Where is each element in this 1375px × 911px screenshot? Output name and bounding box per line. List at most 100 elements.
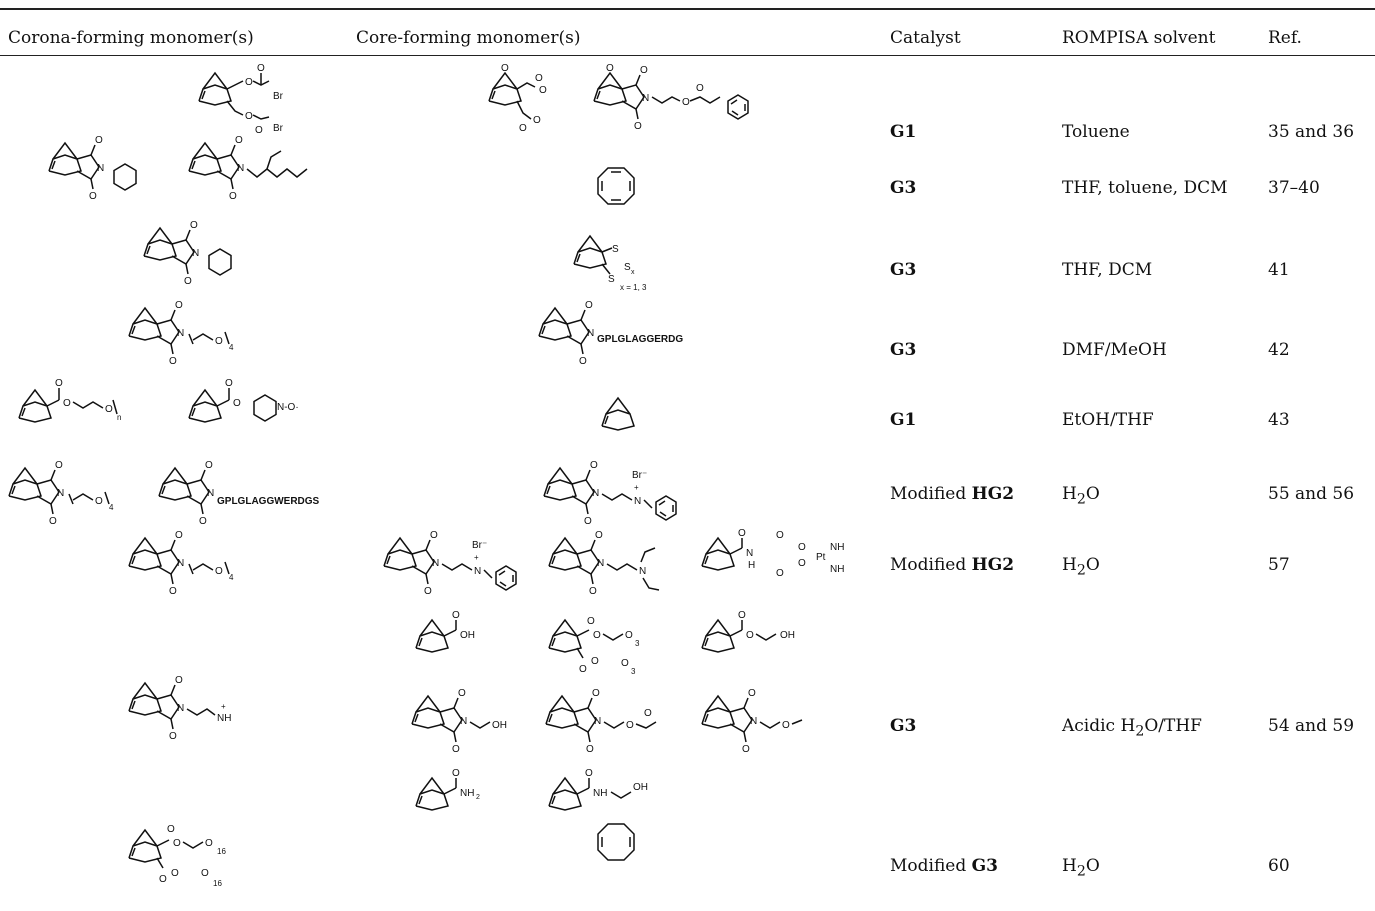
solvent-cell: THF, DCM: [1062, 260, 1153, 280]
solvent-cell: THF, toluene, DCM: [1062, 178, 1228, 198]
ref-cell: 35 and 36: [1268, 122, 1355, 142]
svg-text:O: O: [606, 63, 614, 74]
core-structure-row3: O N O GPLGLAGGERDG: [539, 300, 683, 367]
svg-text:O: O: [199, 516, 207, 527]
svg-text:4: 4: [109, 503, 114, 512]
svg-text:O: O: [746, 630, 754, 641]
svg-text:O: O: [579, 356, 587, 367]
ref-cell: 41: [1268, 260, 1290, 280]
catalyst-cell: G1: [890, 410, 917, 430]
svg-text:O: O: [579, 664, 587, 675]
svg-text:O: O: [55, 378, 63, 389]
svg-text:N: N: [177, 328, 184, 339]
ref-cell: 60: [1268, 856, 1290, 876]
svg-text:O: O: [585, 300, 593, 311]
table-top-rule: [0, 8, 1375, 10]
svg-text:N: N: [594, 716, 601, 727]
svg-text:S: S: [612, 244, 619, 255]
svg-text:O: O: [184, 276, 192, 287]
svg-text:O: O: [591, 656, 599, 667]
catalyst-cell: G3: [890, 340, 917, 360]
catalyst-cell: G3: [890, 716, 917, 736]
svg-text:O: O: [634, 121, 642, 132]
ref-cell: 37–40: [1268, 178, 1320, 198]
catalyst-cell: G1: [890, 122, 917, 142]
svg-text:O: O: [593, 630, 601, 641]
core-structure-row7b: O O O 3 O O O 3: [548, 616, 640, 676]
core-structure-row7h: O NH OH: [548, 768, 648, 811]
svg-text:O: O: [589, 586, 597, 597]
svg-text:16: 16: [213, 879, 222, 888]
svg-text:N: N: [587, 328, 594, 339]
svg-text:N: N: [750, 716, 757, 727]
svg-text:O: O: [169, 586, 177, 597]
svg-text:O: O: [621, 658, 629, 669]
svg-text:N: N: [639, 566, 646, 577]
svg-text:O: O: [63, 398, 71, 409]
svg-text:N: N: [597, 558, 604, 569]
svg-text:O: O: [738, 610, 746, 621]
catalyst-cell: Modified HG2: [890, 555, 1015, 575]
svg-text:N-O·: N-O·: [277, 402, 299, 413]
core-structure-row6c: O N H O O O O Pt NH NH: [701, 528, 844, 579]
corona-structure-row1a: O N O: [49, 135, 137, 202]
svg-text:O: O: [782, 720, 790, 731]
svg-text:O: O: [255, 125, 263, 136]
core-structure-row5: O N O N + Br⁻: [544, 460, 677, 527]
svg-text:O: O: [169, 731, 177, 742]
svg-text:+: +: [634, 483, 639, 492]
svg-text:O: O: [95, 496, 103, 507]
svg-text:N: N: [177, 558, 184, 569]
structure-drawings: O O Br O Br O O O O O O O O N O: [0, 63, 844, 888]
svg-text:O: O: [167, 824, 175, 835]
svg-text:O: O: [175, 300, 183, 311]
corona-structure-row4a: O O O n: [18, 378, 121, 423]
svg-text:3: 3: [635, 639, 640, 648]
svg-text:N: N: [57, 488, 64, 499]
corona-structure-row7: O N O NH +: [129, 675, 231, 742]
svg-text:NH: NH: [217, 713, 231, 724]
svg-text:O: O: [49, 516, 57, 527]
svg-text:S: S: [608, 274, 615, 285]
header-core: Core-forming monomer(s): [356, 28, 581, 48]
svg-text:O: O: [585, 768, 593, 779]
svg-text:2: 2: [476, 794, 480, 801]
corona-structure-row5b: O N O GPLGLAGGWERDGS: [159, 460, 320, 527]
ref-cell: 43: [1268, 410, 1290, 430]
svg-text:Pt: Pt: [816, 552, 826, 563]
svg-text:O: O: [748, 688, 756, 699]
catalyst-cell: G3: [890, 178, 917, 198]
solvent-cell: Toluene: [1062, 122, 1130, 142]
svg-text:O: O: [584, 516, 592, 527]
svg-text:O: O: [95, 135, 103, 146]
svg-text:O: O: [452, 768, 460, 779]
svg-text:O: O: [535, 73, 543, 84]
svg-text:x: x: [631, 269, 635, 276]
svg-text:O: O: [205, 838, 213, 849]
svg-text:O: O: [533, 115, 541, 126]
svg-text:O: O: [245, 111, 253, 122]
svg-text:N: N: [634, 496, 641, 507]
svg-text:O: O: [592, 688, 600, 699]
svg-text:O: O: [626, 720, 634, 731]
corona-structure-row4b: O O N-O·: [188, 378, 299, 423]
core-structure-row7f: O N O O: [702, 688, 803, 755]
svg-text:O: O: [229, 191, 237, 202]
corona-structure-row0: O O Br O Br O: [198, 63, 284, 136]
svg-text:O: O: [501, 63, 509, 74]
svg-text:OH: OH: [633, 782, 648, 793]
svg-text:O: O: [430, 530, 438, 541]
svg-text:O: O: [519, 123, 527, 134]
svg-text:O: O: [452, 744, 460, 755]
svg-text:O: O: [640, 65, 648, 76]
ref-cell: 55 and 56: [1268, 484, 1355, 504]
svg-text:N: N: [177, 703, 184, 714]
svg-text:N: N: [474, 566, 481, 577]
header-catalyst: Catalyst: [890, 28, 961, 48]
svg-text:O: O: [235, 135, 243, 146]
catalyst-cell: Modified HG2: [890, 484, 1015, 504]
svg-text:4: 4: [229, 343, 234, 352]
corona-structure-row1b: O N O: [189, 135, 308, 202]
svg-text:GPLGLAGGWERDGS: GPLGLAGGWERDGS: [217, 496, 320, 507]
